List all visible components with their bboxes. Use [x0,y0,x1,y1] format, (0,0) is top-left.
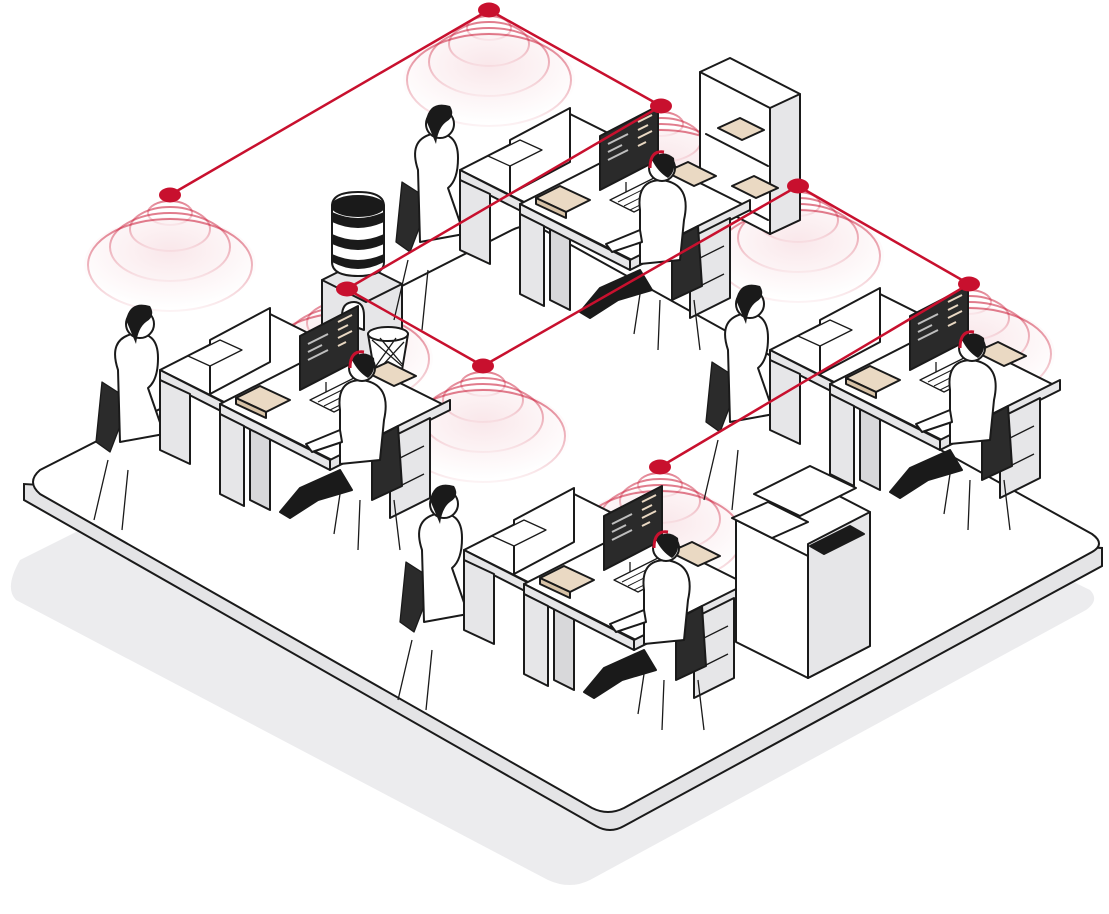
network-link [346,287,484,368]
red-dot-signal-icon [649,459,671,475]
printer-icon [731,465,871,679]
red-dot-signal-icon [472,358,494,374]
access-points [159,2,980,475]
red-dot-signal-icon [650,98,672,114]
network-link [659,282,970,469]
red-dot-signal-icon [958,276,980,292]
red-dot-signal-icon [787,178,809,194]
network-links [169,8,970,469]
network-link [488,8,662,108]
red-dot-signal-icon [336,281,358,297]
signal-rings [83,200,257,314]
red-dot-signal-icon [478,2,500,18]
network-link [346,104,662,291]
signal-rings [402,15,576,129]
network-link [482,184,799,368]
network-link [169,8,490,197]
red-dot-signal-icon [159,187,181,203]
network-link [797,184,970,286]
